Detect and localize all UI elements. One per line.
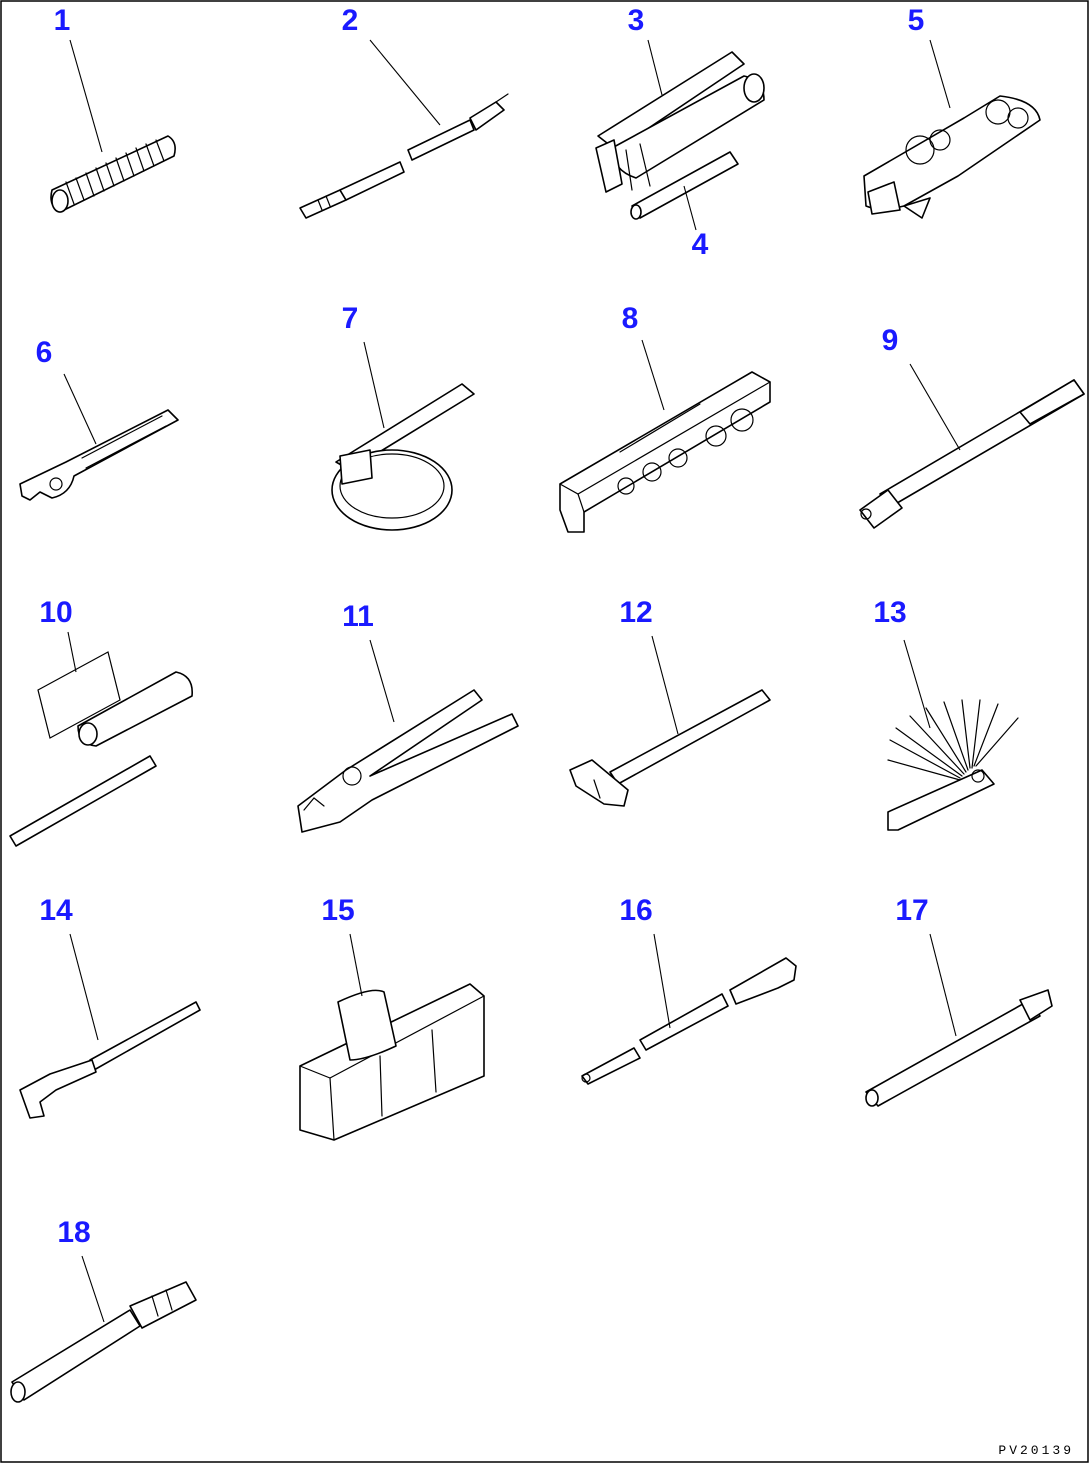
callout-labels: 1 2 3 4 5 6 7 8 9 10 11 12 13 14 15 16 1… <box>36 4 929 1249</box>
pry-bar-icon <box>19 1001 201 1119</box>
callout-18: 18 <box>57 1216 90 1249</box>
callout-15: 15 <box>321 894 354 927</box>
callout-5: 5 <box>908 4 925 37</box>
callout-12: 12 <box>619 596 652 629</box>
callout-6: 6 <box>36 336 53 369</box>
box-wrench-icon <box>9 651 193 847</box>
pliers-icon <box>297 689 519 833</box>
adjustable-wrench-icon <box>19 409 179 501</box>
drawing-id: PV20139 <box>998 1443 1074 1458</box>
callout-16: 16 <box>619 894 652 927</box>
callout-1: 1 <box>54 4 71 37</box>
socket-extension-icon <box>865 989 1053 1107</box>
callout-10: 10 <box>39 596 72 629</box>
leader-lines <box>63 39 961 1323</box>
wrench-set-icon <box>863 95 1041 219</box>
tool-bag-icon <box>299 983 485 1141</box>
socket-wrench-icon <box>859 379 1085 529</box>
coil-spring-icon <box>50 135 176 213</box>
grease-gun-icon <box>595 51 765 193</box>
callout-14: 14 <box>39 894 73 927</box>
callout-13: 13 <box>873 596 906 629</box>
callout-8: 8 <box>622 302 639 335</box>
tire-gauge-icon <box>581 957 797 1085</box>
callout-17: 17 <box>895 894 928 927</box>
callout-7: 7 <box>342 302 359 335</box>
callout-3: 3 <box>628 4 645 37</box>
feeler-gauge-icon <box>887 699 1019 831</box>
filter-wrench-icon <box>331 383 475 531</box>
callout-11: 11 <box>342 600 374 633</box>
nozzle-pipe-icon <box>630 151 739 220</box>
spark-plug-wrench-icon <box>10 1281 197 1403</box>
callout-2: 2 <box>342 4 359 37</box>
hammer-icon <box>569 689 771 807</box>
callout-9: 9 <box>882 324 899 357</box>
callout-4: 4 <box>692 228 709 261</box>
socket-set-icon <box>559 371 771 533</box>
screwdriver-icon <box>299 93 509 219</box>
